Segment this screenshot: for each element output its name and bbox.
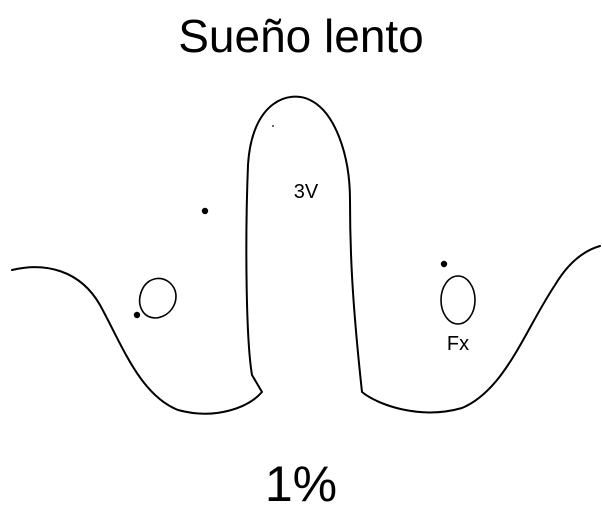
third-ventricle-label: 3V	[294, 181, 319, 203]
recording-site-dot	[201, 207, 209, 215]
speck-dot	[272, 125, 274, 127]
percentage-value: 1%	[264, 456, 338, 512]
fornix-label: Fx	[447, 333, 469, 355]
recording-site-dot	[133, 311, 141, 319]
left-fornix-outline	[138, 277, 177, 319]
recording-site-dot	[440, 260, 448, 268]
diagram-title: Sueño lento	[178, 10, 424, 62]
right-fornix-outline	[440, 275, 476, 325]
tissue-outline	[11, 95, 601, 415]
